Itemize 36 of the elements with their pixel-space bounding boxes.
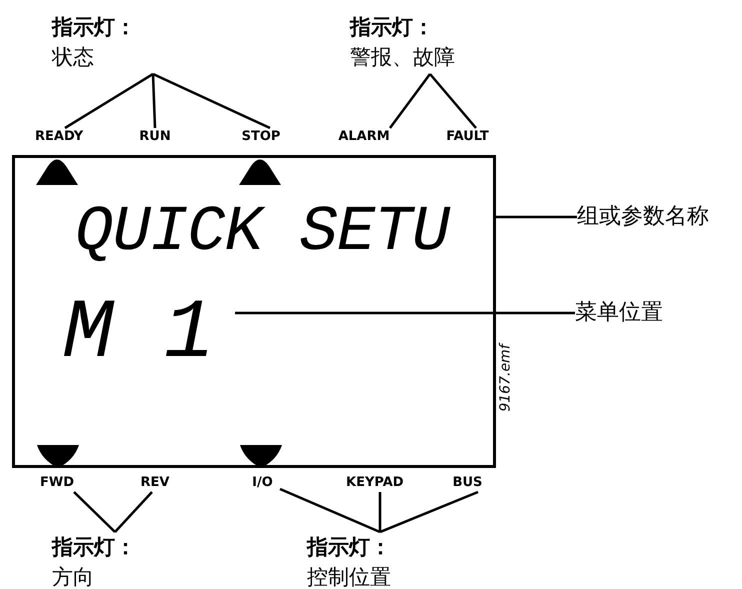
leader-line [64,72,154,130]
indicator-label: FWD [38,474,76,492]
leader-line [152,72,271,130]
display-box [12,155,496,468]
leader-line [114,491,153,533]
leader-line [389,73,431,129]
heading-text: 指示灯： [52,14,136,41]
heading-text: 指示灯： [350,14,434,41]
display-text: M 1 [63,285,238,385]
caption-text: 控制位置 [307,564,391,589]
leader-line [429,73,477,129]
caption-text: 状态 [52,44,94,71]
indicator-label: I/O [245,474,280,492]
file-name: 9167.emf [498,344,514,412]
heading-text: 指示灯： [307,534,391,561]
indicator-label: ALARM [336,128,392,146]
leader-line [378,492,382,532]
leader-line [235,312,575,314]
indicator-label: FAULT [443,128,492,146]
leader-line [280,488,380,534]
leader-line [73,491,116,533]
indicator-label: RUN [137,128,173,146]
leader-line [496,216,577,218]
indicator-label: REV [138,474,172,492]
indicator-label: READY [35,128,83,146]
callout-label: 组或参数名称 [577,203,727,231]
indicator-label: STOP [240,128,282,146]
caption-text: 方向 [52,564,94,589]
display-text: QUICK SETU [75,193,465,273]
callout-label: 菜单位置 [575,299,675,327]
leader-line [380,490,478,534]
indicator-label: BUS [450,474,485,492]
indicator-label: KEYPAD [346,474,402,492]
leader-line [152,74,156,128]
caption-text: 警报、故障 [350,44,455,71]
heading-text: 指示灯： [52,534,136,561]
